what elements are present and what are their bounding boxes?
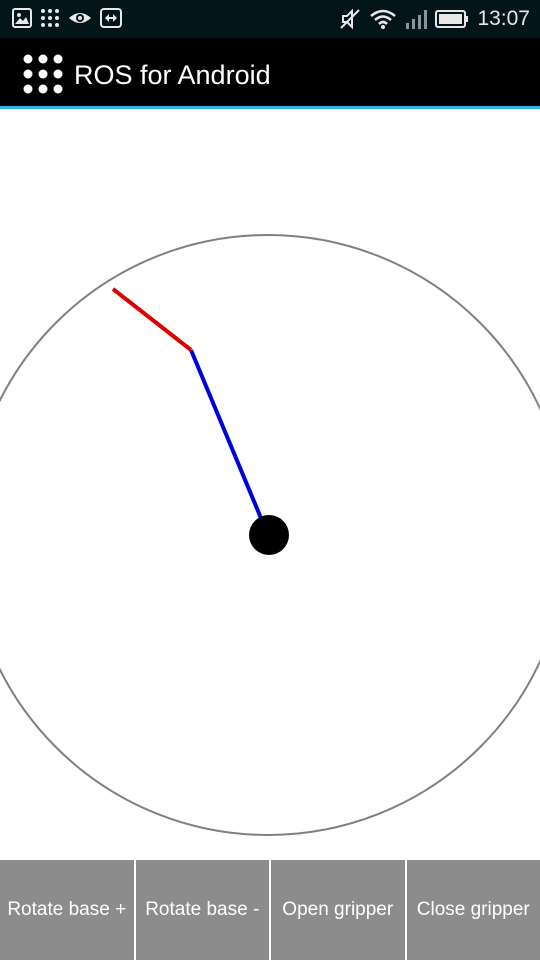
- open-gripper-button[interactable]: Open gripper: [271, 860, 405, 960]
- grid-icon: [41, 9, 59, 27]
- gallery-icon: [12, 8, 32, 28]
- arm-link-2[interactable]: [111, 287, 193, 352]
- transfer-icon: [100, 8, 122, 28]
- notification-icons: [12, 8, 122, 28]
- eye-icon: [69, 13, 91, 23]
- control-button-bar: Rotate base + Rotate base - Open gripper…: [0, 860, 540, 960]
- action-bar: ROS for Android: [0, 38, 540, 106]
- mute-icon: [340, 8, 361, 30]
- rotate-base-plus-button[interactable]: Rotate base +: [0, 860, 134, 960]
- arm-link-1[interactable]: [189, 349, 270, 536]
- arm-canvas[interactable]: [0, 109, 540, 860]
- app-title: ROS for Android: [74, 60, 271, 90]
- app-grid-icon[interactable]: [22, 53, 64, 95]
- rotate-base-minus-button[interactable]: Rotate base -: [135, 860, 269, 960]
- workspace-boundary: [0, 234, 540, 836]
- signal-icon: [406, 10, 428, 29]
- battery-icon: [435, 10, 469, 28]
- system-icons: 13:07: [339, 6, 530, 32]
- close-gripper-button[interactable]: Close gripper: [406, 860, 540, 960]
- wifi-icon: [370, 9, 397, 29]
- base-joint[interactable]: [249, 515, 289, 555]
- arm-view: [0, 234, 540, 836]
- action-bar-divider: [0, 106, 540, 109]
- clock: 13:07: [477, 7, 530, 30]
- status-bar: 13:07: [0, 0, 540, 38]
